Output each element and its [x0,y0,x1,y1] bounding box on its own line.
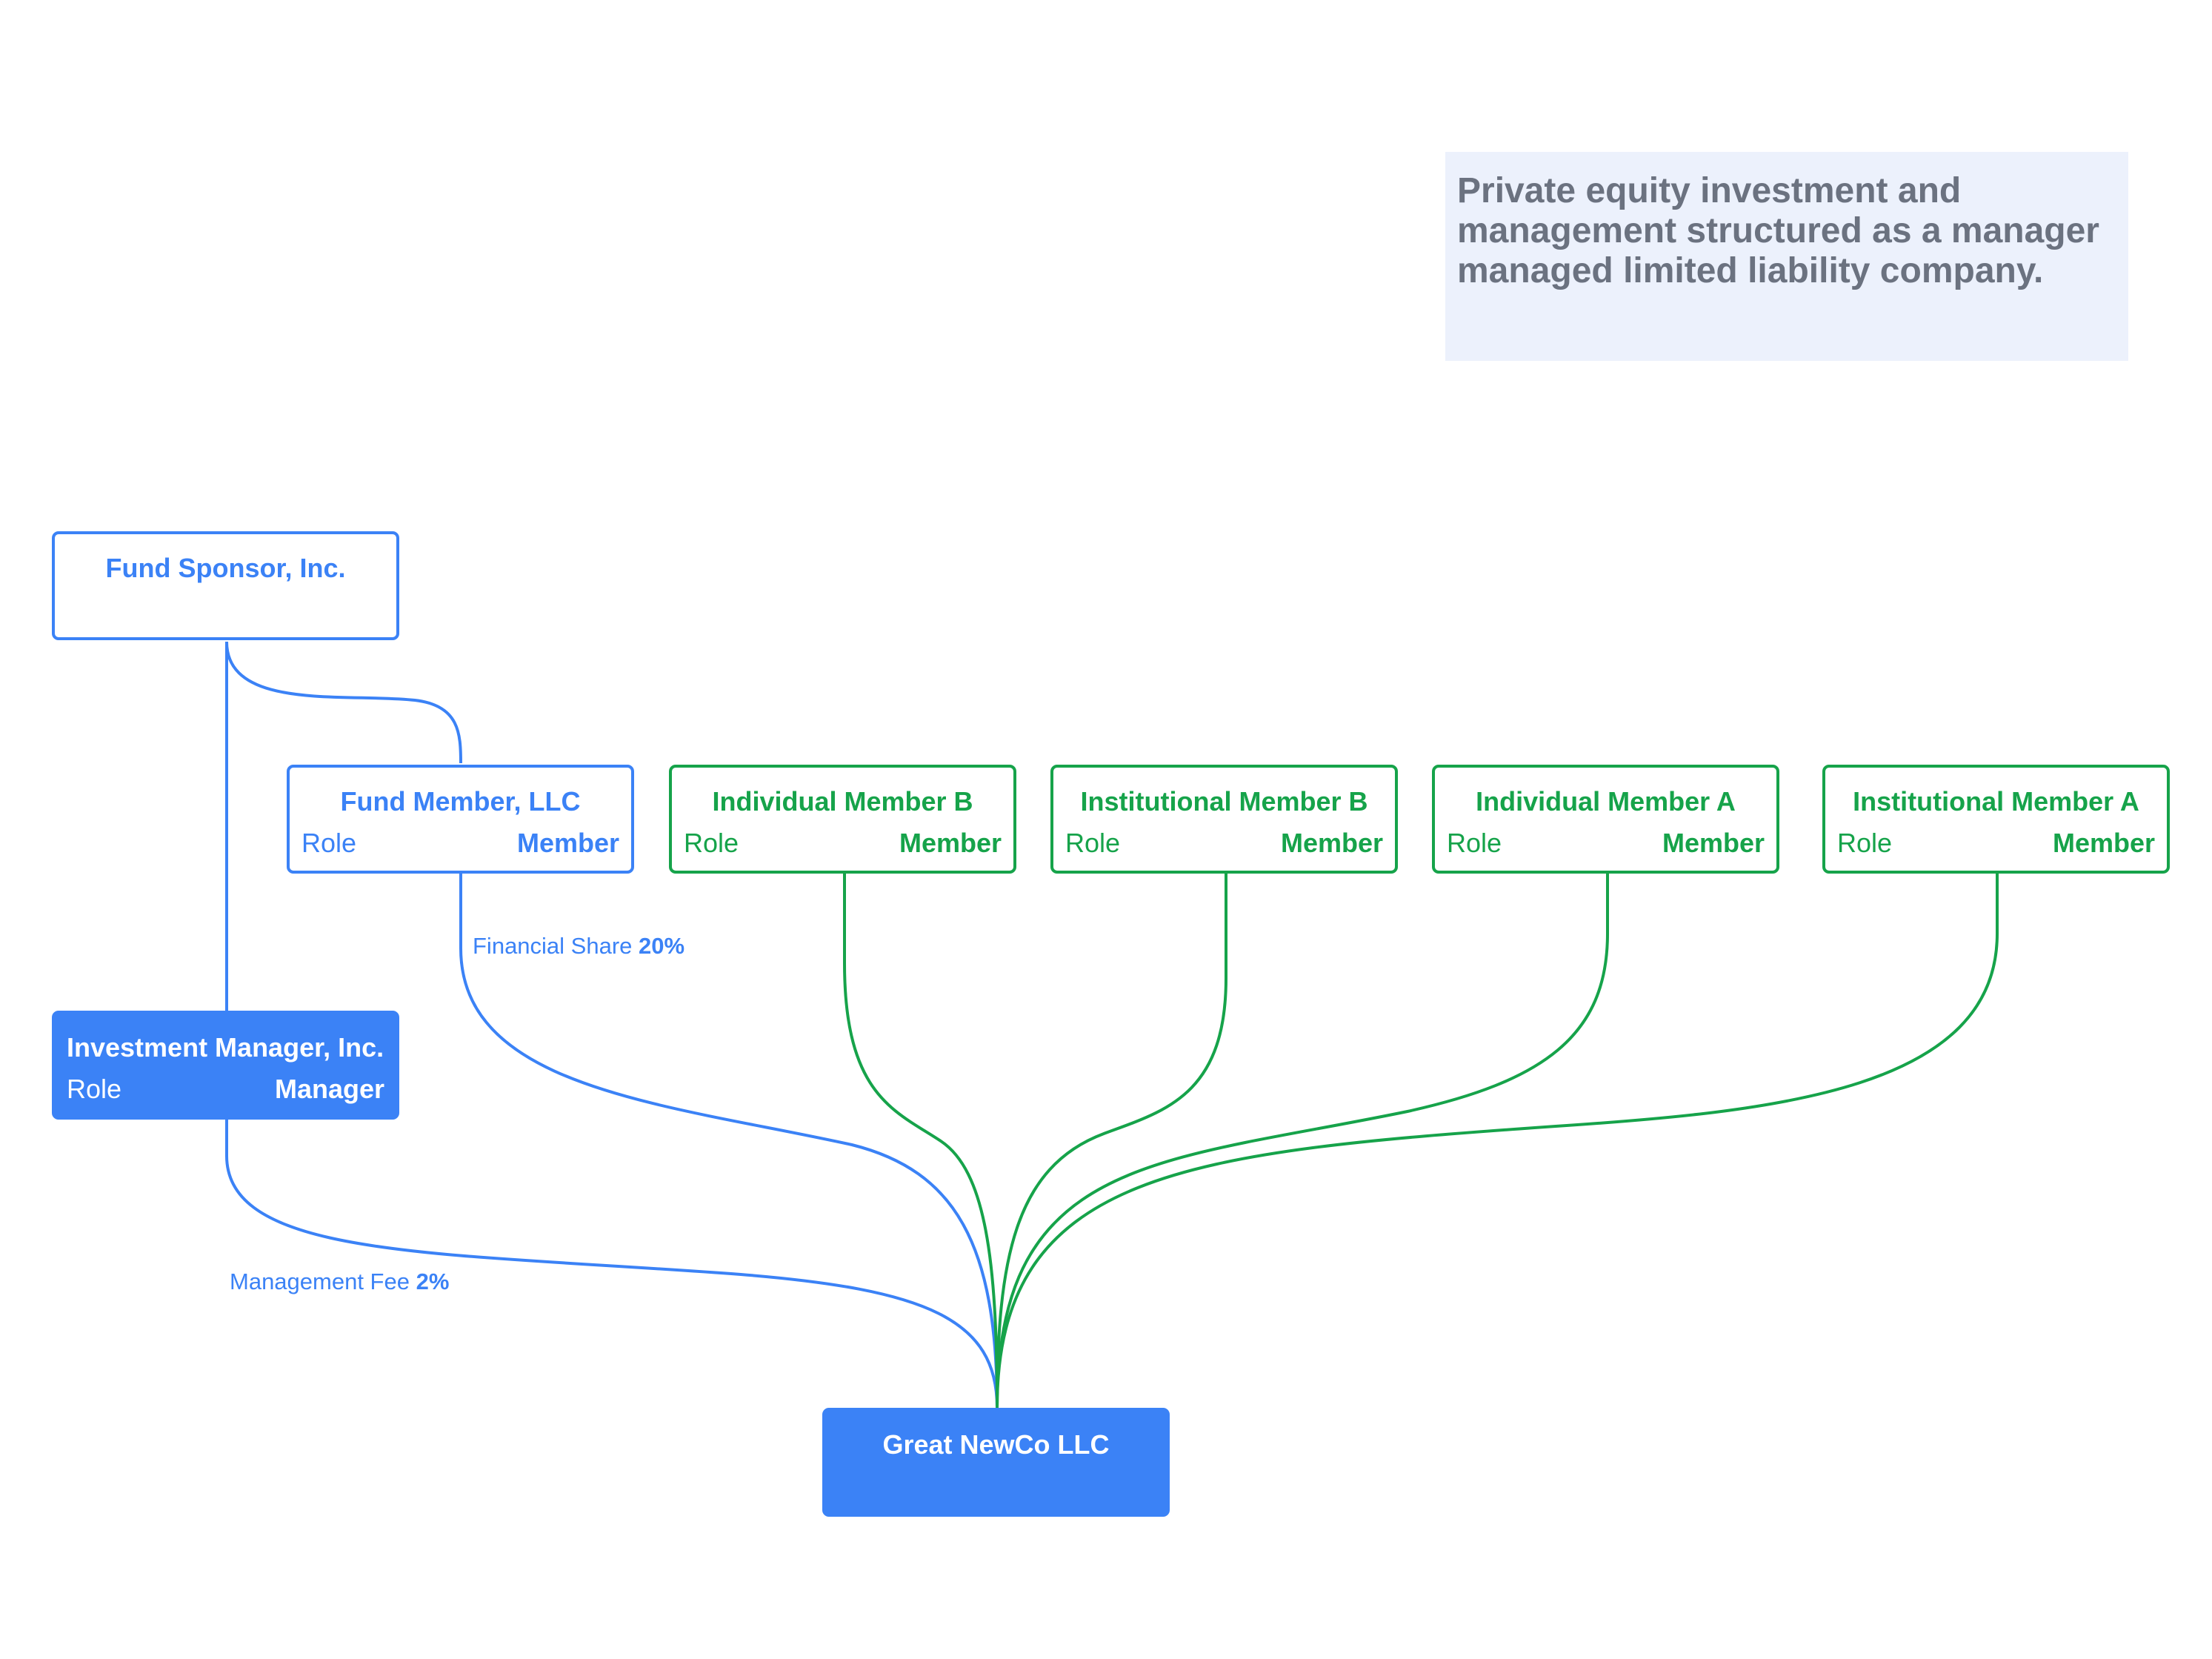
edge-label-text: Management Fee [230,1269,410,1294]
role-value: Member [1280,828,1383,858]
role-label: Role [1065,828,1121,858]
node-great-newco[interactable]: Great NewCo LLC [822,1408,1170,1517]
node-title: Investment Manager, Inc. [67,1032,384,1063]
role-value: Member [899,828,1002,858]
node-title: Great NewCo LLC [882,1429,1110,1460]
description-note: Private equity investment and management… [1445,152,2128,361]
node-institutional-member-a[interactable]: Institutional Member A Role Member [1822,765,2170,874]
role-value: Member [2052,828,2155,858]
role-value: Manager [274,1074,384,1104]
node-title: Fund Sponsor, Inc. [105,553,346,583]
role-label: Role [684,828,739,858]
edge-individual-a-to-newco [996,873,1609,1409]
edge-label-financial-share: Financial Share 20% [473,933,684,960]
note-text: Private equity investment and management… [1457,171,2099,290]
role-row: Role Member [1837,828,2155,858]
edge-sponsor-to-fund-member [225,641,462,764]
role-row: Role Member [1065,828,1383,858]
role-label: Role [1837,828,1893,858]
role-value: Member [1662,828,1765,858]
role-row: Role Member [684,828,1002,858]
role-label: Role [302,828,357,858]
edge-label-value: 2% [416,1269,450,1294]
edge-institutional-a-to-newco [996,873,1999,1409]
edge-fund-member-to-newco [459,873,999,1409]
node-title: Individual Member B [712,786,973,817]
node-individual-member-b[interactable]: Individual Member B Role Member [669,765,1016,874]
edge-label-text: Financial Share [473,933,633,959]
node-investment-manager[interactable]: Investment Manager, Inc. Role Manager [52,1011,399,1120]
edge-label-management-fee: Management Fee 2% [230,1269,449,1295]
node-institutional-member-b[interactable]: Institutional Member B Role Member [1050,765,1398,874]
node-fund-member[interactable]: Fund Member, LLC Role Member [287,765,634,874]
node-title: Institutional Member A [1853,786,2139,817]
edge-institutional-b-to-newco [996,873,1227,1409]
edge-label-value: 20% [639,933,685,959]
node-fund-sponsor[interactable]: Fund Sponsor, Inc. [52,531,399,640]
node-individual-member-a[interactable]: Individual Member A Role Member [1432,765,1779,874]
node-title: Fund Member, LLC [340,786,581,817]
role-label: Role [1447,828,1502,858]
edge-individual-b-to-newco [843,873,999,1409]
role-row: Role Manager [67,1074,384,1104]
node-title: Individual Member A [1476,786,1736,817]
role-row: Role Member [302,828,619,858]
role-label: Role [67,1074,122,1104]
edge-manager-to-newco [225,1119,999,1409]
role-value: Member [516,828,619,858]
node-title: Institutional Member B [1080,786,1368,817]
role-row: Role Member [1447,828,1765,858]
